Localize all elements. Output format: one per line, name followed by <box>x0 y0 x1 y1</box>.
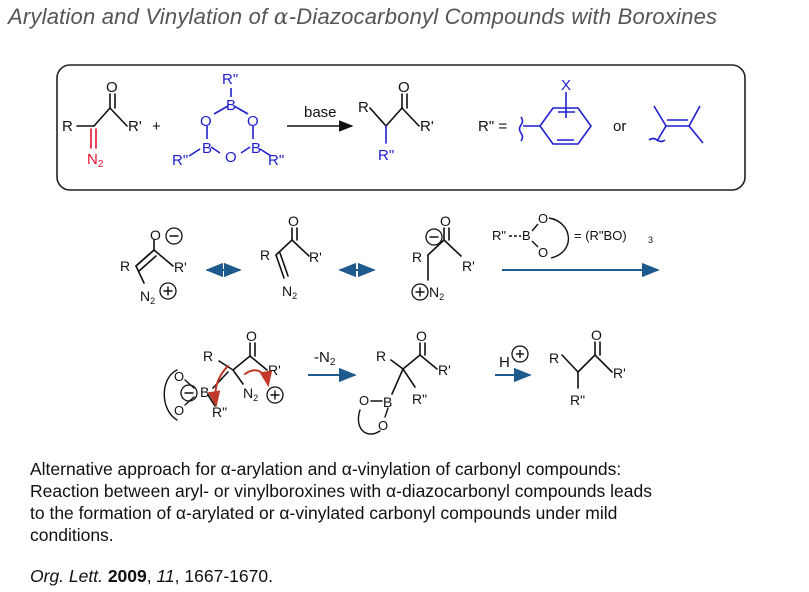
svg-text:R": R" <box>222 71 238 88</box>
citation-pages: 1667-1670. <box>184 566 273 586</box>
plus-sign: + <box>152 118 161 135</box>
intermediate: O R R' B R" N2 O O <box>163 328 284 421</box>
citation: Org. Lett. 2009, 11, 1667-1670. <box>30 566 273 586</box>
resonance-1: O R R' N2 <box>120 227 187 306</box>
label-R-prime: R' <box>128 118 142 135</box>
svg-text:O: O <box>174 403 184 418</box>
base-label: base <box>304 104 337 121</box>
svg-text:R: R <box>203 348 213 364</box>
h-plus-charge <box>511 345 529 363</box>
product-top: O R R' R" <box>358 79 434 164</box>
reaction-scheme: O R R' N2 + R" B O O B B O R" R" base <box>56 64 746 435</box>
svg-text:R": R" <box>212 404 227 420</box>
svg-text:R': R' <box>309 249 322 265</box>
svg-text:O: O <box>538 245 548 260</box>
svg-text:R: R <box>549 350 559 366</box>
summary-line-2: Reaction between aryl- or vinylboroxines… <box>30 481 652 501</box>
citation-volume: 11 <box>156 566 175 586</box>
svg-text:R': R' <box>268 362 281 378</box>
svg-text:O: O <box>150 227 161 243</box>
svg-text:O: O <box>538 211 548 226</box>
label-N2: N2 <box>87 151 104 170</box>
boroxine-complex-label: R" B O O = (R"BO) 3 <box>492 211 653 260</box>
label-R: R <box>62 118 73 135</box>
svg-text:R": R" <box>268 152 284 169</box>
svg-text:N2: N2 <box>140 288 155 306</box>
svg-text:R': R' <box>613 365 626 381</box>
svg-text:O: O <box>398 79 410 96</box>
svg-text:R": R" <box>492 228 506 243</box>
svg-text:O: O <box>359 393 369 408</box>
svg-text:R': R' <box>438 362 451 378</box>
svg-text:R': R' <box>174 259 187 275</box>
label-O: O <box>106 79 118 96</box>
diazo-reactant: O R R' N2 <box>62 79 142 170</box>
svg-text:O: O <box>247 113 259 130</box>
svg-text:N2: N2 <box>243 385 258 403</box>
svg-text:= (R"BO): = (R"BO) <box>574 228 627 243</box>
summary-line-3: to the formation of α-arylated or α-viny… <box>30 503 618 523</box>
svg-text:O: O <box>225 149 237 166</box>
svg-text:B: B <box>383 394 392 410</box>
aryl-group: X <box>518 77 592 145</box>
vinyl-group <box>648 105 704 144</box>
summary-line-1: Alternative approach for α-arylation and… <box>30 459 622 479</box>
svg-text:B: B <box>202 140 212 157</box>
svg-text:B: B <box>522 228 531 243</box>
svg-text:R': R' <box>420 118 434 135</box>
boroxine-labels: R" B O O B B O R" R" <box>172 71 284 169</box>
svg-text:R: R <box>120 258 130 274</box>
page-title: Arylation and Vinylation of α-Diazocarbo… <box>8 4 717 30</box>
svg-text:O: O <box>200 113 212 130</box>
citation-year: 2009 <box>107 566 147 586</box>
svg-text:R": R" <box>378 147 394 164</box>
final-product: O R R' R" <box>549 327 626 408</box>
title-alpha: α <box>273 5 289 30</box>
svg-text:B: B <box>226 97 236 114</box>
svg-text:B: B <box>251 140 261 157</box>
svg-text:O: O <box>591 327 602 343</box>
boronate-product: O R R' R" B O O <box>357 328 451 435</box>
svg-text:R": R" <box>172 152 188 169</box>
svg-text:3: 3 <box>648 235 653 245</box>
rdprime-eq: R" = <box>478 118 507 135</box>
svg-text:N2: N2 <box>282 283 297 301</box>
svg-text:R: R <box>260 247 270 263</box>
resonance-3: O R R' N2 <box>411 213 475 302</box>
svg-text:B: B <box>200 384 209 400</box>
title-suffix: -Diazocarbonyl Compounds with Boroxines <box>288 4 718 29</box>
summary-line-4: conditions. <box>30 525 114 545</box>
svg-text:O: O <box>174 369 184 384</box>
svg-text:N2: N2 <box>429 284 444 302</box>
minus-n2-label: -N2 <box>314 349 336 368</box>
h-label: H <box>499 354 510 371</box>
title-prefix: Arylation and Vinylation of <box>8 4 274 29</box>
svg-text:X: X <box>561 77 571 94</box>
svg-text:R": R" <box>570 392 585 408</box>
reaction-box <box>56 64 746 191</box>
svg-text:R": R" <box>412 391 427 407</box>
svg-text:O: O <box>378 418 388 433</box>
svg-text:O: O <box>246 328 257 344</box>
boroxine <box>188 88 272 157</box>
svg-text:R: R <box>376 348 386 364</box>
svg-text:O: O <box>416 328 427 344</box>
svg-text:R: R <box>358 99 369 116</box>
svg-text:R: R <box>412 249 422 265</box>
citation-journal: Org. Lett. <box>30 566 103 586</box>
summary-text: Alternative approach for α-arylation and… <box>30 458 790 546</box>
svg-text:R': R' <box>462 258 475 274</box>
svg-text:O: O <box>440 213 451 229</box>
or-label: or <box>613 118 626 135</box>
svg-text:O: O <box>288 213 299 229</box>
resonance-2: O R R' N2 <box>260 213 322 301</box>
